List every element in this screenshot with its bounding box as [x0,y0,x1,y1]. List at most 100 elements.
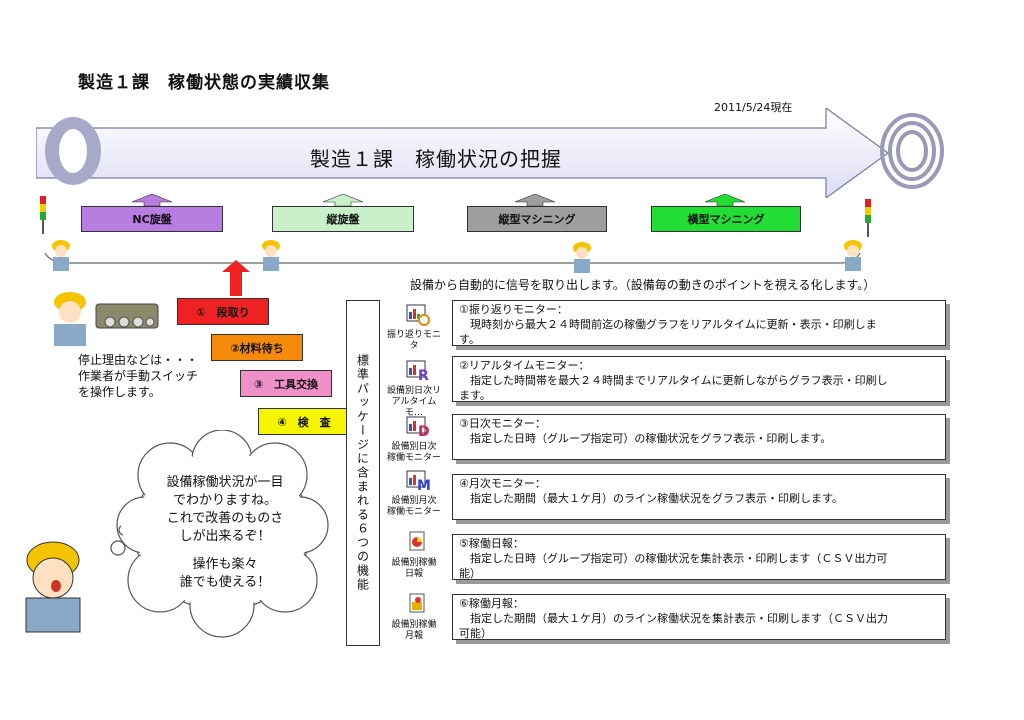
feature-icon-label: 設備別稼働 [391,558,437,568]
feature-icon-label: 振り返りモニタ [386,330,441,351]
package-label-box: 標準パッケージに含まれる６つの機能 [346,300,380,646]
feature-icon-block-monthly-report: 設備別稼働 月報 [384,592,452,644]
cloud-line: これで改善のものさ [166,511,284,526]
step-label: ④ 検 査 [277,415,331,429]
signal-caption: 設備から自動的に信号を取り出します。（設備毎の動きのポイントを視える化します。） [410,278,876,292]
right-ring-decoration [880,113,944,189]
step-material-wait: ②材料待ち [211,334,303,361]
feature-icon-label: 設備別日次リ [386,386,441,396]
machine-box-vertical-lathe: 縦旋盤 [272,206,414,232]
feature-desc: 指定した期間（最大１ケ月）のライン稼働状況をグラフ表示・印刷します。 [459,492,843,505]
up-arrow-icon [132,194,172,206]
feature-icon-label: 稼働モニター [386,453,441,463]
operator-icon [54,292,86,346]
svg-text:R: R [418,368,429,382]
caption-line: を操作します。 [78,385,161,399]
machine-label: 横型マシニング [687,213,765,226]
up-arrow-icon [323,194,363,206]
step-setup: ① 段取り [177,298,269,325]
banner-arrow [36,108,890,198]
feature-desc: 指定した期間（最大１ケ月）のライン稼働状況を集計表示・印刷します（ＣＳＶ出力 [459,612,888,625]
thought-cloud [110,430,329,638]
feature-icon-label: 設備別稼働 [391,620,437,630]
feature-icon-block-monthly: M 設備別月次 稼働モニター [384,468,452,520]
worker-icon [844,240,862,271]
step-inspection: ④ 検 査 [258,408,350,435]
worker-thinking-icon [25,541,81,633]
feature-box-monthly-report: ⑥稼働月報： 指定した期間（最大１ケ月）のライン稼働状況を集計表示・印刷します（… [452,594,946,640]
package-label: 標準パッケージに含まれる６つの機能 [355,354,370,592]
feature-icon-label: 稼働モニター [386,507,441,517]
feature-title: ①振り返りモニター： [459,303,568,316]
signal-tower-icon [40,196,46,234]
review-monitor-icon [406,304,430,326]
operator-caption: 停止理由などは・・・ 作業者が手動スイッチ を操作します。 [78,352,198,400]
up-arrow-icon [705,194,745,206]
feature-desc: ます。 [459,389,491,402]
banner-text: 製造１課 稼働状況の把握 [310,147,562,171]
feature-desc: 現時刻から最大２４時間前迄の稼働グラフをリアルタイムに更新・表示・印刷しま [459,318,877,331]
cloud-line: でわかりますね。 [172,493,277,508]
machine-label: 縦旋盤 [326,213,360,226]
date-label: 2011/5/24現在 [714,101,793,114]
feature-title: ③日次モニター： [459,417,546,430]
feature-desc: 可能） [459,627,492,640]
signal-line [44,252,861,264]
caption-line: 停止理由などは・・・ [78,353,199,367]
feature-desc: 指定した時間帯を最大２４時間までリアルタイムに更新しながらグラフ表示・印刷し [459,374,888,387]
cloud-line: 操作も楽々 [192,557,258,572]
machine-box-horizontal-machining: 横型マシニング [651,206,801,232]
feature-desc: 指定した日時（グループ指定可）の稼働状況をグラフ表示・印刷します。 [459,432,832,445]
monthly-report-icon [409,593,425,613]
feature-icon-label: 月報 [404,631,423,641]
cloud-text: 設備稼働状況が一目 でわかりますね。 これで改善のものさ しが出来るぞ！ 操作も… [150,474,300,592]
step-up-arrow-icon [222,260,250,296]
cloud-line: 誰でも使える！ [179,575,271,590]
step-label: ②材料待ち [230,341,284,355]
feature-icon-block-daily-report: 設備別稼働 日報 [384,530,452,582]
machine-label: NC旋盤 [132,213,172,226]
step-label: ① 段取り [196,305,250,319]
caption-line: 作業者が手動スイッチ [78,369,199,383]
manual-switch-icon [95,303,159,329]
worker-icon [573,242,591,273]
feature-icon-label: 設備別日次 [391,442,437,452]
feature-box-monthly-monitor: ④月次モニター： 指定した期間（最大１ケ月）のライン稼働状況をグラフ表示・印刷し… [452,474,946,520]
feature-icon-label: 日報 [404,569,423,579]
worker-icon [262,240,280,271]
cloud-line [150,546,300,556]
svg-text:M: M [417,478,430,492]
cloud-line: しが出来るぞ！ [179,529,271,544]
feature-icon-label: アルタイムモ… [391,397,437,418]
realtime-monitor-icon: R [406,360,429,384]
page-title: 製造１課 稼働状態の実績収集 [78,73,330,93]
feature-title: ⑤稼働日報： [459,537,524,550]
step-label: ③ 工具交換 [253,377,319,391]
worker-icon [52,240,70,271]
feature-box-review-monitor: ①振り返りモニター： 現時刻から最大２４時間前迄の稼働グラフをリアルタイムに更新… [452,300,946,346]
feature-box-daily-monitor: ③日次モニター： 指定した日時（グループ指定可）の稼働状況をグラフ表示・印刷しま… [452,414,946,460]
machine-label: 縦型マシニング [498,213,576,226]
feature-title: ④月次モニター： [459,477,546,490]
up-arrow-icon [515,194,555,206]
daily-monitor-icon: D [406,416,430,440]
cloud-line: 設備稼働状況が一目 [166,475,284,490]
feature-icon-block-daily: D 設備別日次 稼働モニター [384,414,452,464]
daily-report-icon [409,531,425,551]
feature-icon-label: 設備別月次 [391,496,437,506]
feature-icon-block-realtime: R 設備別日次リ アルタイムモ… [384,358,452,418]
feature-desc: 能） [459,567,481,580]
svg-text:D: D [418,424,430,438]
feature-desc: す。 [459,333,480,346]
machine-box-nc-lathe: NC旋盤 [81,206,223,232]
feature-title: ⑥稼働月報： [459,597,524,610]
feature-icon-block-review: 振り返りモニタ [384,302,452,352]
feature-desc: 指定した日時（グループ指定可）の稼働状況を集計表示・印刷します（ＣＳＶ出力可 [459,552,888,565]
step-tool-change: ③ 工具交換 [240,370,332,397]
feature-box-daily-report: ⑤稼働日報： 指定した日時（グループ指定可）の稼働状況を集計表示・印刷します（Ｃ… [452,534,946,580]
machine-box-vertical-machining: 縦型マシニング [467,206,607,232]
signal-tower-icon [865,199,871,237]
feature-title: ②リアルタイムモニター： [459,359,590,372]
feature-box-realtime-monitor: ②リアルタイムモニター： 指定した時間帯を最大２４時間までリアルタイムに更新しな… [452,356,946,402]
monthly-monitor-icon: M [406,470,431,494]
